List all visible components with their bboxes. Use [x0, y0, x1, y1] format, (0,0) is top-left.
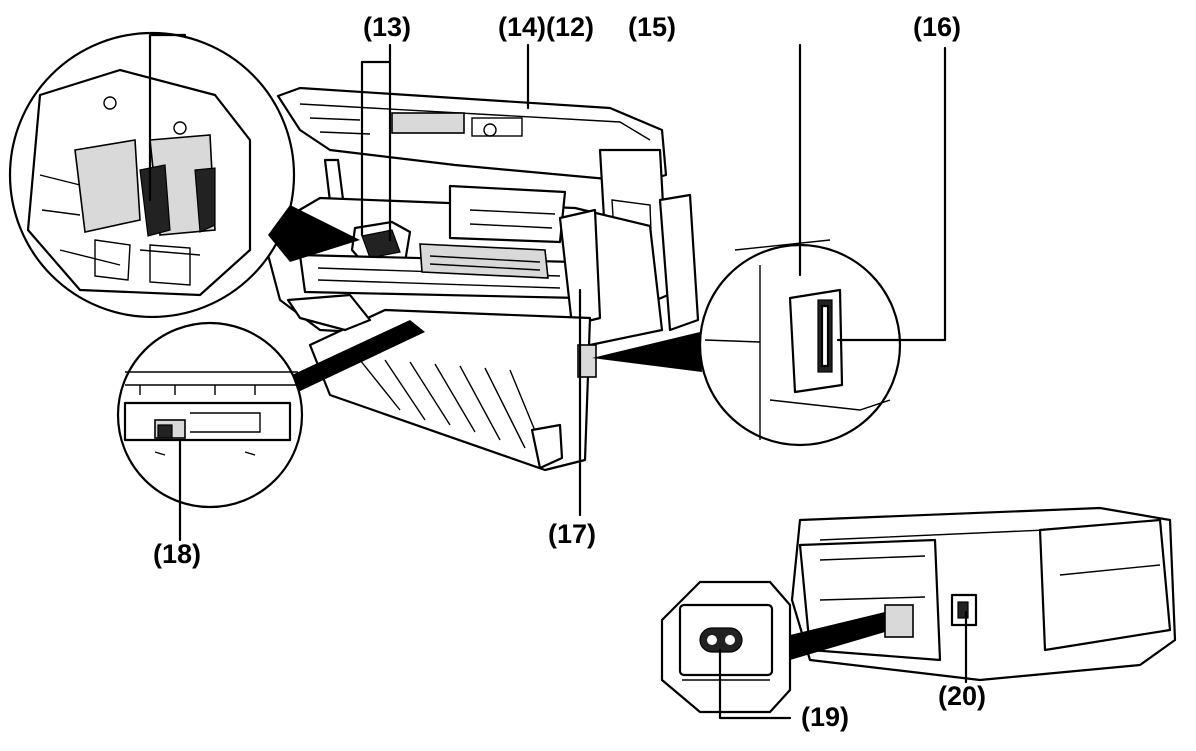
inset-pointer-lever-beam — [292, 320, 425, 392]
callout-15: (15) — [628, 12, 677, 42]
callout-20: (20) — [938, 681, 987, 711]
inset-pointer-left-beam — [268, 205, 360, 262]
callout-14-12: (14)(12) — [498, 12, 595, 42]
inset-pointer-slot-beam — [592, 332, 702, 372]
leader-lines — [148, 33, 968, 720]
inset-power-connector — [660, 580, 792, 714]
callout-19: (19) — [801, 702, 850, 732]
inset-card-slot — [698, 239, 902, 447]
callout-16: (16) — [913, 12, 962, 42]
callout-18: (18) — [153, 539, 202, 569]
inset-print-head-area — [8, 31, 296, 319]
callout-17: (17) — [548, 519, 597, 549]
printer-main-body — [260, 86, 700, 472]
inset-pointer-power-beam — [790, 612, 885, 660]
callout-13: (13) — [363, 12, 412, 42]
inset-paper-thickness-lever — [116, 321, 304, 509]
printer-rear-view — [790, 506, 1177, 682]
